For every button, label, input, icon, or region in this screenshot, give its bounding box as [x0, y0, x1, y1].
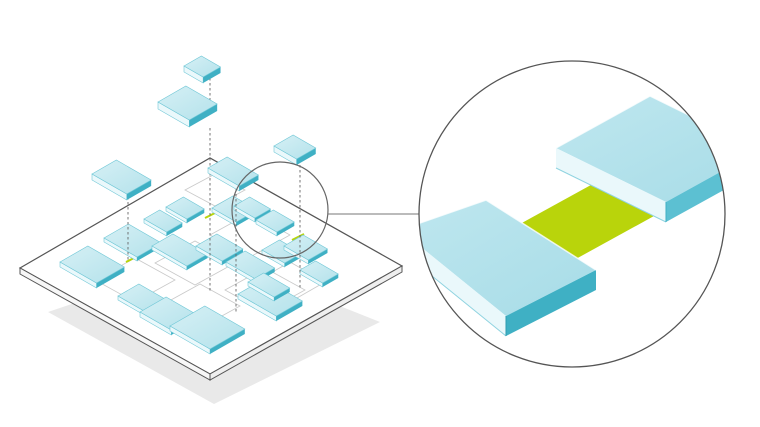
board-chiplet	[165, 196, 205, 224]
board-chiplet	[151, 233, 209, 271]
assembly-guides	[127, 78, 301, 312]
zoom-chiplet-right	[555, 95, 725, 223]
board-chiplet	[103, 223, 163, 262]
zoom-chiplet-left	[419, 199, 597, 337]
floating-chiplet-left	[91, 159, 152, 201]
zoom-circle-border	[418, 60, 726, 368]
board-chiplet	[169, 305, 246, 355]
board-chiplet	[299, 260, 339, 288]
floating-chiplet-large	[157, 85, 218, 128]
floating-chiplet-top	[183, 55, 222, 84]
floating-chiplet-right	[273, 134, 317, 166]
board-chiplet	[59, 245, 125, 289]
board-chiplet	[195, 233, 244, 266]
zoom-detail	[419, 61, 725, 367]
zoom-lens-icon	[231, 161, 329, 259]
board-chiplets	[59, 195, 339, 355]
board-chiplet	[143, 209, 183, 237]
floating-chiplet-mid	[207, 156, 260, 192]
floating-chiplets	[91, 55, 317, 201]
board-chiplet	[247, 272, 291, 302]
substrate-board	[18, 157, 404, 381]
board-chiplet	[255, 209, 295, 237]
